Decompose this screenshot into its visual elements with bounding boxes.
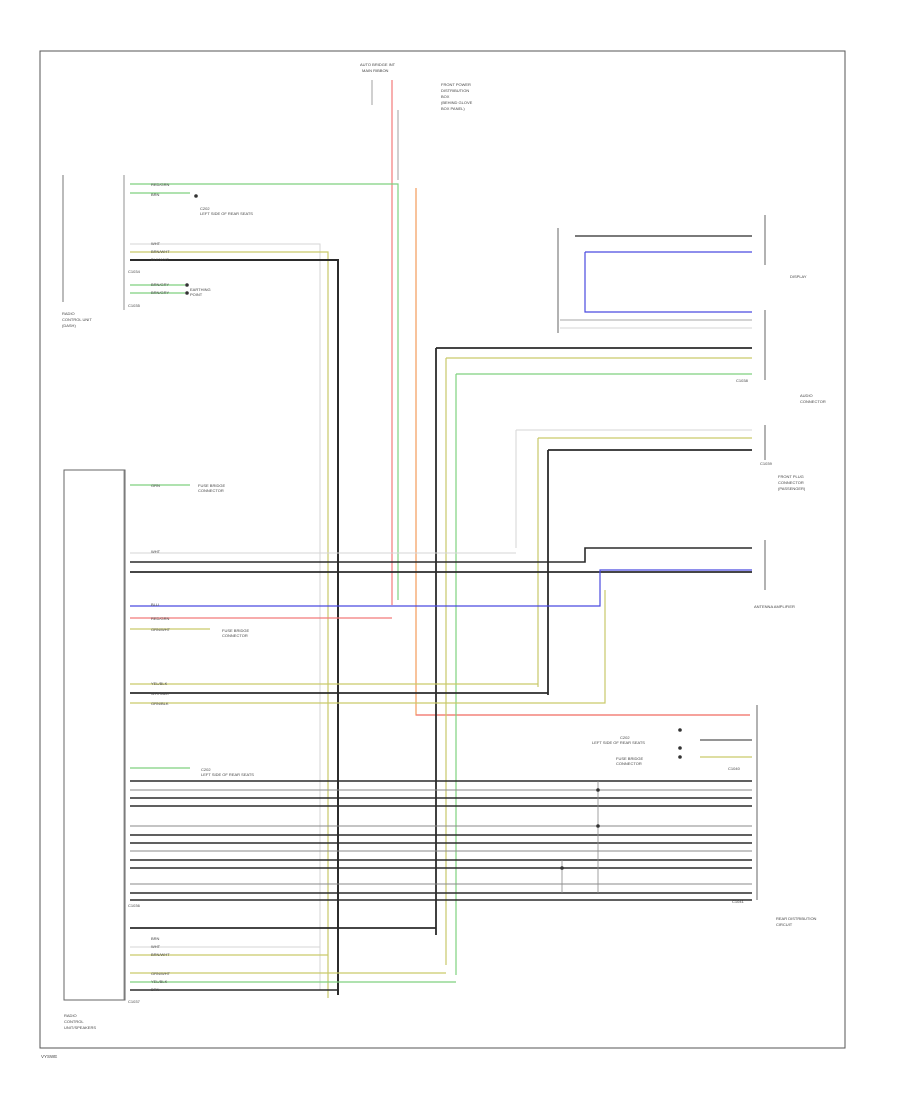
connector-id: C1041 xyxy=(732,899,745,904)
wire-upper-white xyxy=(130,243,321,990)
top-component-label-1: AUTO BRIDGE INT xyxy=(360,62,396,67)
wire-label: WHT xyxy=(151,241,161,246)
right-2-label-1: AUDIO xyxy=(800,393,813,398)
wire-main-black-1 xyxy=(130,547,752,563)
top-side-label-5: BOX PANEL) xyxy=(441,106,465,111)
callout-7-line-1: FUSE BRIDGE xyxy=(616,756,643,761)
wire-orange xyxy=(415,188,750,716)
connector-id: C1034 xyxy=(128,269,141,274)
wire-label: RED/GRN xyxy=(151,182,170,187)
connector-id: C1035 xyxy=(128,303,141,308)
connector-id: C1039 xyxy=(760,461,773,466)
wire-label: WHT xyxy=(151,944,161,949)
top-side-label-1: FRONT POWER xyxy=(441,82,471,87)
wire-black-long xyxy=(435,347,752,935)
wire-label: GRN/WHT xyxy=(151,627,171,632)
callout-4-line-1: FUSE BRIDGE xyxy=(222,628,249,633)
wire-label: BRN xyxy=(151,192,160,197)
wire-upper-yellow xyxy=(130,251,329,998)
main-module-label-3: UNIT/SPEAKERS xyxy=(64,1025,96,1030)
splice-dot xyxy=(185,283,189,287)
footer-code: VYSWE xyxy=(41,1054,57,1059)
callout-4-line-2: CONNECTOR xyxy=(222,633,248,638)
connector-id: C1040 xyxy=(728,766,741,771)
right-5-label-2: CIRCUIT xyxy=(776,922,793,927)
callout-6-line-2: LEFT SIDE OF REAR SEATS xyxy=(592,740,645,745)
right-3-label-3: (PASSENGER) xyxy=(778,486,806,491)
top-side-label-3: BOX xyxy=(441,94,450,99)
wire-label: YEL/BLK xyxy=(151,681,168,686)
wire-label: BRN/GRY xyxy=(151,282,169,287)
wire-upper-green xyxy=(130,183,399,600)
upper-module-label-3: (DASH) xyxy=(62,323,76,328)
ground-dot-2 xyxy=(678,728,682,732)
connector-id: C1038 xyxy=(736,378,749,383)
wire-main-blue xyxy=(130,569,752,607)
wire-front-1 xyxy=(515,429,752,548)
top-component-label-2: MAIN RIBBON xyxy=(362,68,389,73)
callout-2-line-2: POINT xyxy=(190,292,203,297)
wire-label: YEL/BLK xyxy=(151,979,168,984)
right-2-label-2: CONNECTOR xyxy=(800,399,826,404)
diagram-frame xyxy=(39,50,846,1049)
splice-dot xyxy=(185,291,189,295)
right-5-label-1: REAR DISTRIBUTION xyxy=(776,916,817,921)
callout-6-line-1: C202 xyxy=(620,735,630,740)
wire-label: GRN xyxy=(151,483,160,488)
wire-label: RED/GRN xyxy=(151,616,170,621)
splice-dot xyxy=(560,866,564,870)
wire-group xyxy=(130,80,752,998)
ground-dot-3 xyxy=(678,746,682,750)
wire-label: BLU xyxy=(151,602,159,607)
ground-dot-4 xyxy=(678,755,682,759)
top-side-label-4: (BEHIND GLOVE xyxy=(441,100,473,105)
wire-green-long xyxy=(455,373,752,975)
connector-id: C1037 xyxy=(128,999,141,1004)
upper-module-label-1: RADIO xyxy=(62,311,75,316)
connector-id: C1036 xyxy=(128,903,141,908)
wire-label: BRN/WHT xyxy=(151,249,170,254)
wire-display-blue xyxy=(584,251,752,313)
callout-1-line-1: C202 xyxy=(200,206,210,211)
wire-yellow-long xyxy=(445,357,752,965)
callout-1-line-2: LEFT SIDE OF REAR SEATS xyxy=(200,211,253,216)
wire-label: BRN xyxy=(151,987,160,992)
main-module-box xyxy=(63,469,126,1001)
callout-5-line-1: C202 xyxy=(201,767,211,772)
splice-dot xyxy=(596,788,600,792)
ground-dot-1 xyxy=(194,194,198,198)
main-module-label-1: RADIO xyxy=(64,1013,77,1018)
callout-3-line-1: FUSE BRIDGE xyxy=(198,483,225,488)
wire-label: BLK/WHT xyxy=(151,257,169,262)
splice-dot xyxy=(596,824,600,828)
wire-label: BRN/WHT xyxy=(151,952,170,957)
right-4-label: ANTENNA AMPLIFIER xyxy=(754,604,795,609)
callout-3-line-2: CONNECTOR xyxy=(198,488,224,493)
right-3-label-1: FRONT PLUG xyxy=(778,474,804,479)
wire-label: GRN/WHT xyxy=(151,971,171,976)
callout-7-line-2: CONNECTOR xyxy=(616,761,642,766)
main-module-label-2: CONTROL xyxy=(64,1019,84,1024)
wire-label: BRN/GRY xyxy=(151,290,169,295)
top-side-label-2: DISTRIBUTION xyxy=(441,88,469,93)
wire-label: BRN xyxy=(151,936,160,941)
wire-main-yellow-3 xyxy=(130,590,606,704)
right-3-label-2: CONNECTOR xyxy=(778,480,804,485)
upper-module-label-2: CONTROL UNIT xyxy=(62,317,92,322)
wire-label: WHT/BLK xyxy=(151,691,169,696)
callout-2-line-1: EARTHING xyxy=(190,287,211,292)
wire-upper-black xyxy=(130,259,339,995)
right-1-label: DISPLAY xyxy=(790,274,807,279)
callout-5-line-2: LEFT SIDE OF REAR SEATS xyxy=(201,772,254,777)
wire-label: GRN/BLK xyxy=(151,701,169,706)
wire-label: WHT xyxy=(151,549,161,554)
